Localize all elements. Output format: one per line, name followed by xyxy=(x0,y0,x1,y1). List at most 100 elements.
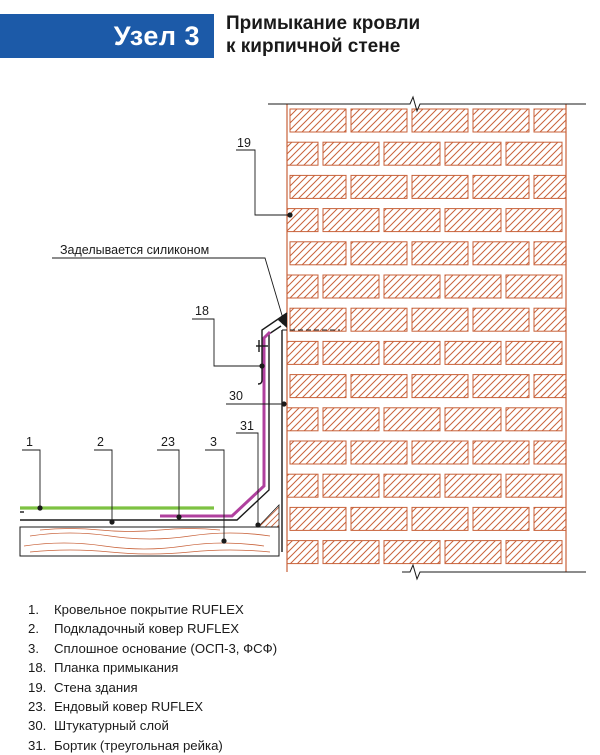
brick xyxy=(533,241,566,266)
brick xyxy=(383,208,441,233)
legend-text: Сплошное основание (ОСП-3, ФСФ) xyxy=(54,640,278,656)
legend-item: 31. Бортик (треугольная рейка) xyxy=(28,736,277,755)
callout-sealant: Заделывается силиконом xyxy=(52,243,287,325)
node-label: Узел 3 xyxy=(113,20,200,51)
brick xyxy=(533,506,566,531)
brick xyxy=(472,241,530,266)
page-title: Примыкание кровли к кирпичной стене xyxy=(226,12,420,58)
brick xyxy=(287,141,319,166)
callout-1-label: 1 xyxy=(26,435,33,449)
brick xyxy=(350,307,408,332)
brick xyxy=(411,241,469,266)
wall-break-lines xyxy=(268,95,586,581)
brick-wall xyxy=(286,104,567,572)
brick xyxy=(289,174,347,199)
callout-3-label: 3 xyxy=(210,435,217,449)
brick xyxy=(411,307,469,332)
brick xyxy=(350,108,408,133)
brick xyxy=(322,340,380,365)
brick xyxy=(322,208,380,233)
brick xyxy=(411,174,469,199)
brick xyxy=(383,340,441,365)
brick xyxy=(505,340,563,365)
brick xyxy=(322,540,380,565)
brick xyxy=(472,374,530,399)
valley-carpet xyxy=(160,330,272,518)
sealant-note: Заделывается силиконом xyxy=(60,243,209,257)
brick xyxy=(383,473,441,498)
brick xyxy=(472,440,530,465)
brick xyxy=(444,274,502,299)
brick xyxy=(287,208,319,233)
callout-2: 2 xyxy=(94,435,115,525)
brick xyxy=(350,440,408,465)
legend-item: 23. Ендовый ковер RUFLEX xyxy=(28,697,277,716)
legend: 1. Кровельное покрытие RUFLEX 2. Подклад… xyxy=(28,600,277,755)
brick xyxy=(350,374,408,399)
brick xyxy=(322,473,380,498)
brick xyxy=(287,540,319,565)
callout-19-label: 19 xyxy=(237,136,251,150)
legend-item: 1. Кровельное покрытие RUFLEX xyxy=(28,600,277,619)
brick xyxy=(350,506,408,531)
brick xyxy=(505,274,563,299)
brick xyxy=(383,540,441,565)
brick xyxy=(383,407,441,432)
brick xyxy=(444,340,502,365)
brick xyxy=(411,440,469,465)
callout-18-label: 18 xyxy=(195,304,209,318)
brick xyxy=(472,108,530,133)
plaster-layer xyxy=(281,329,340,552)
brick xyxy=(533,108,566,133)
roof-wall-junction-diagram: 19 Заделывается силиконом 18 30 31 1 2 2… xyxy=(19,95,586,581)
legend-num: 23. xyxy=(28,699,47,715)
legend-num: 18. xyxy=(28,660,47,676)
brick xyxy=(505,407,563,432)
brick xyxy=(472,174,530,199)
brick xyxy=(289,440,347,465)
brick xyxy=(287,407,319,432)
callout-19: 19 xyxy=(236,136,293,218)
brick xyxy=(505,540,563,565)
brick xyxy=(350,241,408,266)
legend-num: 31. xyxy=(28,737,47,753)
brick xyxy=(533,307,566,332)
legend-item: 2. Подкладочный ковер RUFLEX xyxy=(28,619,277,638)
legend-num: 19. xyxy=(28,679,47,695)
brick xyxy=(444,208,502,233)
brick xyxy=(472,307,530,332)
brick xyxy=(444,473,502,498)
brick xyxy=(322,407,380,432)
brick xyxy=(444,407,502,432)
legend-item: 30. Штукатурный слой xyxy=(28,716,277,735)
legend-num: 2. xyxy=(28,621,39,637)
brick xyxy=(383,141,441,166)
callout-1: 1 xyxy=(22,435,43,511)
node-badge: Узел 3 xyxy=(0,14,214,58)
callout-2-label: 2 xyxy=(97,435,104,449)
brick xyxy=(322,274,380,299)
callout-31: 31 xyxy=(236,419,261,528)
brick xyxy=(533,374,566,399)
legend-item: 3. Сплошное основание (ОСП-3, ФСФ) xyxy=(28,639,277,658)
brick xyxy=(444,141,502,166)
callout-30-label: 30 xyxy=(229,389,243,403)
callout-18: 18 xyxy=(192,304,265,369)
legend-text: Бортик (треугольная рейка) xyxy=(54,737,223,753)
title-line-1: Примыкание кровли xyxy=(226,13,421,34)
underlay-carpet xyxy=(20,325,282,521)
legend-num: 30. xyxy=(28,718,47,734)
brick xyxy=(411,108,469,133)
legend-num: 1. xyxy=(28,602,39,617)
legend-text: Кровельное покрытие RUFLEX xyxy=(54,602,244,617)
brick xyxy=(533,174,566,199)
brick xyxy=(287,473,319,498)
title-line-2: к кирпичной стене xyxy=(226,36,401,57)
legend-text: Стена здания xyxy=(54,679,138,695)
wood-base xyxy=(19,526,280,557)
legend-text: Ендовый ковер RUFLEX xyxy=(54,699,204,715)
brick xyxy=(287,274,319,299)
brick xyxy=(472,506,530,531)
legend-item: 19. Стена здания xyxy=(28,678,277,697)
brick xyxy=(383,274,441,299)
